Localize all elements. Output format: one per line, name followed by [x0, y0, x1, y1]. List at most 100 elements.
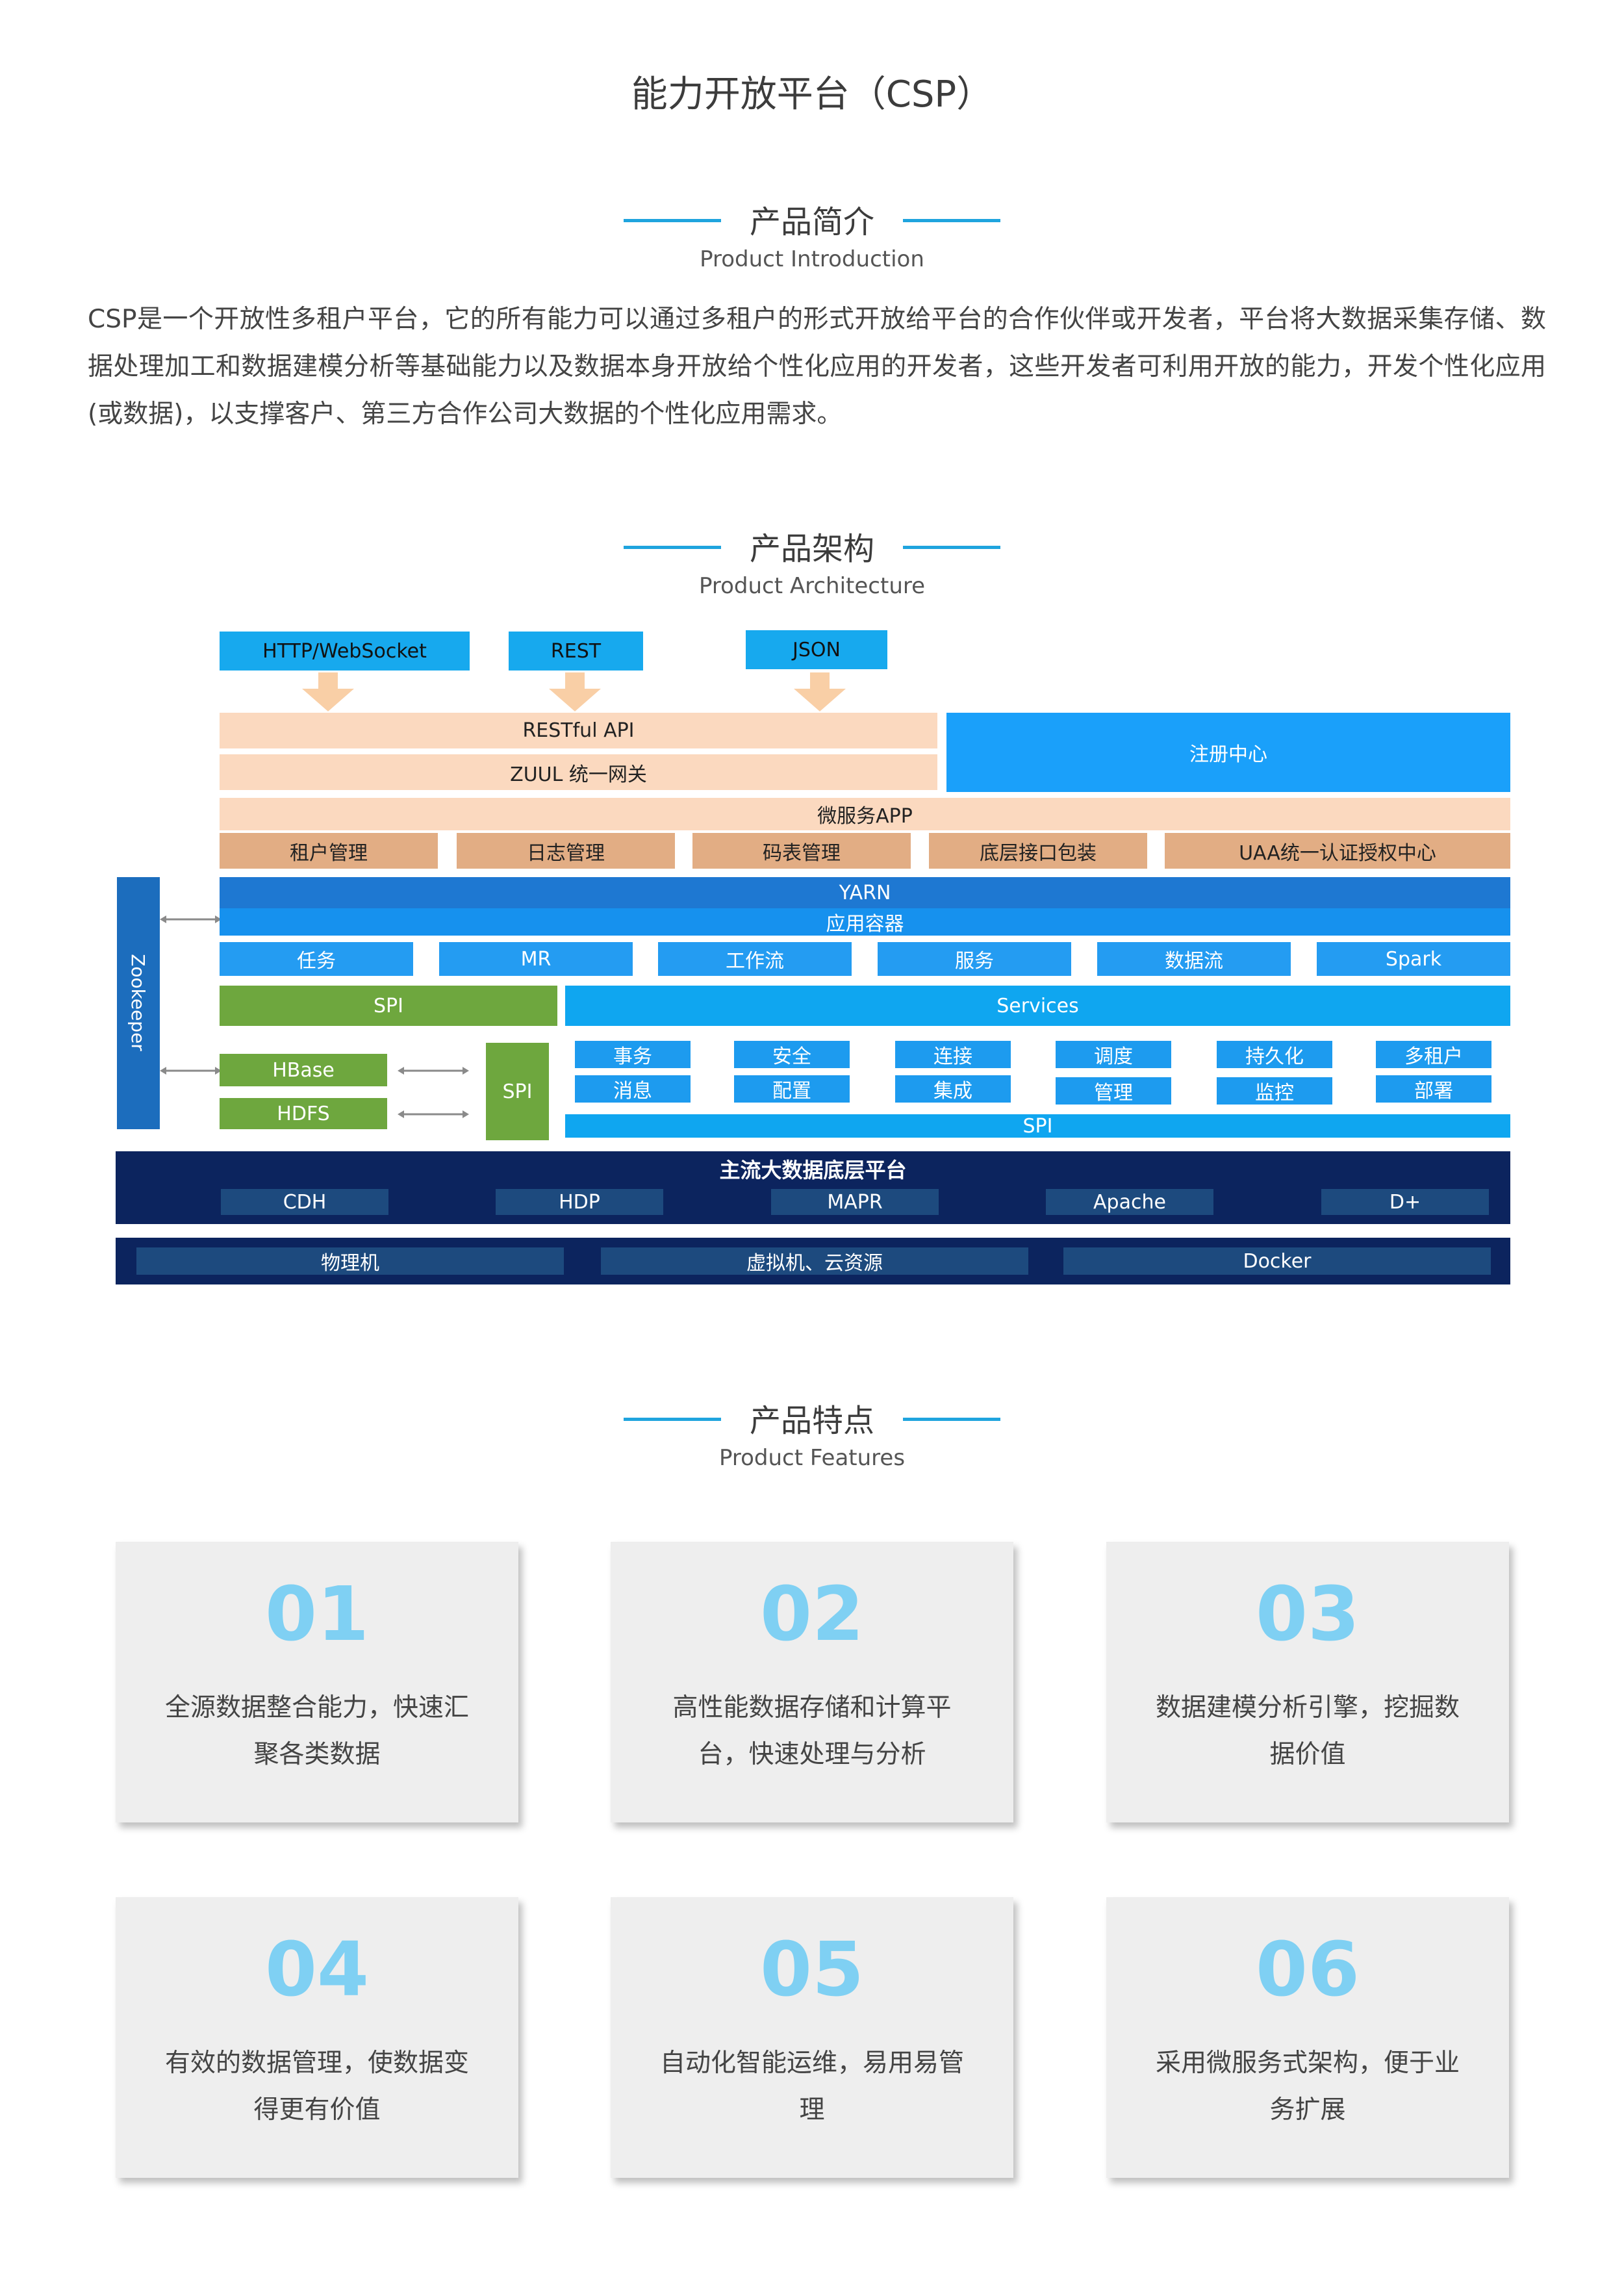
capability-deployment: 部署 — [1376, 1075, 1491, 1103]
compute-service: 服务 — [878, 942, 1071, 976]
feature-number: 01 — [264, 1571, 370, 1658]
features-section-title: 产品特点 — [749, 1403, 874, 1439]
feature-card: 03 数据建模分析引擎，挖掘数据价值 — [1106, 1542, 1509, 1822]
platform-cdh: CDH — [221, 1189, 388, 1215]
feature-description: 自动化智能运维，易用易管理 — [650, 2040, 974, 2134]
app-module-uaa: UAA统一认证授权中心 — [1165, 833, 1510, 869]
feature-number: 02 — [759, 1571, 865, 1658]
spi-bottom-box: SPI — [565, 1114, 1510, 1138]
microservice-app-box: 微服务APP — [220, 798, 1510, 830]
capability-persistence: 持久化 — [1217, 1041, 1332, 1068]
feature-line: 采用微服务式架构，便于业 — [1155, 2049, 1460, 2078]
page-title: 能力开放平台（CSP） — [631, 73, 993, 116]
intro-section-title: 产品简介 — [749, 204, 874, 240]
section-divider-right — [903, 1418, 1000, 1421]
feature-line: 台，快速处理与分析 — [698, 1740, 926, 1769]
protocol-rest: REST — [509, 632, 643, 671]
feature-number: 03 — [1255, 1571, 1360, 1658]
arrow-stem — [565, 672, 585, 689]
feature-line: 务扩展 — [1269, 2095, 1346, 2125]
down-arrow-icon — [794, 689, 846, 711]
feature-description: 全源数据整合能力，快速汇聚各类数据 — [155, 1685, 479, 1778]
feature-line: 得更有价值 — [253, 2095, 381, 2125]
feature-description: 有效的数据管理，使数据变得更有价值 — [155, 2040, 479, 2134]
restful-api-box: RESTful API — [220, 713, 937, 748]
feature-line: 理 — [799, 2095, 825, 2125]
capability-management: 管理 — [1056, 1077, 1171, 1105]
feature-line: 高性能数据存储和计算平 — [672, 1693, 952, 1722]
infra-physical: 物理机 — [136, 1247, 564, 1275]
protocol-json: JSON — [746, 630, 887, 669]
feature-description: 数据建模分析引擎，挖掘数据价值 — [1145, 1685, 1470, 1778]
app-container-box: 应用容器 — [220, 908, 1510, 936]
feature-line: 据价值 — [1269, 1740, 1346, 1769]
feature-line: 全源数据整合能力，快速汇 — [164, 1693, 469, 1722]
feature-number: 06 — [1255, 1926, 1360, 2013]
zookeeper-bar — [117, 877, 160, 1129]
compute-spark: Spark — [1317, 942, 1510, 976]
feature-number: 05 — [759, 1926, 865, 2013]
feature-line: 数据建模分析引擎，挖掘数 — [1155, 1693, 1460, 1722]
storage-connector — [398, 1110, 469, 1118]
hdfs-box: HDFS — [220, 1098, 387, 1129]
compute-workflow: 工作流 — [658, 942, 852, 976]
compute-dataflow: 数据流 — [1097, 942, 1291, 976]
capability-security: 安全 — [734, 1041, 850, 1068]
feature-description: 高性能数据存储和计算平台，快速处理与分析 — [650, 1685, 974, 1778]
platform-mapr: MAPR — [771, 1189, 939, 1215]
services-box: Services — [565, 986, 1510, 1026]
zookeeper-connector — [160, 915, 222, 923]
feature-line: 有效的数据管理，使数据变 — [164, 2049, 469, 2078]
storage-connector — [398, 1067, 469, 1075]
capability-connection: 连接 — [895, 1041, 1011, 1068]
capability-multitenant: 多租户 — [1376, 1041, 1491, 1068]
platform-dplus: D+ — [1321, 1189, 1489, 1215]
arrow-stem — [810, 672, 830, 689]
spi-left-box: SPI — [220, 986, 557, 1026]
zookeeper-label: Zookeeper — [127, 954, 149, 1051]
feature-card: 04 有效的数据管理，使数据变得更有价值 — [116, 1897, 518, 2178]
section-divider-right — [903, 219, 1000, 222]
capability-monitoring: 监控 — [1217, 1077, 1332, 1105]
app-module-interface: 底层接口包装 — [929, 833, 1147, 869]
hbase-box: HBase — [220, 1054, 387, 1086]
capability-message: 消息 — [575, 1075, 691, 1103]
arrow-stem — [318, 672, 338, 689]
feature-line: 聚各类数据 — [253, 1740, 381, 1769]
feature-line: 自动化智能运维，易用易管 — [659, 2049, 964, 2078]
feature-card: 01 全源数据整合能力，快速汇聚各类数据 — [116, 1542, 518, 1822]
down-arrow-icon — [549, 689, 601, 711]
protocol-http-websocket: HTTP/WebSocket — [220, 632, 470, 671]
capability-scheduling: 调度 — [1056, 1041, 1171, 1068]
capability-transaction: 事务 — [575, 1041, 691, 1068]
app-module-code-table: 码表管理 — [692, 833, 911, 869]
section-divider-left — [624, 1418, 721, 1421]
feature-card: 06 采用微服务式架构，便于业务扩展 — [1106, 1897, 1509, 2178]
feature-card: 05 自动化智能运维，易用易管理 — [611, 1897, 1013, 2178]
compute-task: 任务 — [220, 942, 413, 976]
feature-description: 采用微服务式架构，便于业务扩展 — [1145, 2040, 1470, 2134]
bigdata-platform-title: 主流大数据底层平台 — [719, 1158, 907, 1182]
app-module-tenant: 租户管理 — [220, 833, 438, 869]
section-divider-left — [624, 219, 721, 222]
platform-hdp: HDP — [496, 1189, 663, 1215]
zookeeper-connector — [160, 1067, 222, 1075]
platform-apache: Apache — [1046, 1189, 1213, 1215]
app-module-log: 日志管理 — [457, 833, 675, 869]
intro-section-subtitle: Product Introduction — [700, 246, 924, 272]
feature-number: 04 — [264, 1926, 370, 2013]
infra-virtual-cloud: 虚拟机、云资源 — [601, 1247, 1028, 1275]
feature-card: 02 高性能数据存储和计算平台，快速处理与分析 — [611, 1542, 1013, 1822]
compute-mr: MR — [439, 942, 633, 976]
architecture-section-title: 产品架构 — [749, 531, 874, 567]
intro-text: CSP是一个开放性多租户平台，它的所有能力可以通过多租户的形式开放给平台的合作伙… — [88, 305, 1546, 429]
section-divider-right — [903, 546, 1000, 549]
yarn-box: YARN — [220, 877, 1510, 908]
infra-docker: Docker — [1063, 1247, 1491, 1275]
spi-mid-box: SPI — [486, 1043, 549, 1140]
capability-integration: 集成 — [895, 1075, 1011, 1103]
section-divider-left — [624, 546, 721, 549]
zuul-gateway-box: ZUUL 统一网关 — [220, 754, 937, 790]
architecture-section-subtitle: Product Architecture — [698, 573, 926, 599]
features-section-subtitle: Product Features — [718, 1445, 906, 1471]
